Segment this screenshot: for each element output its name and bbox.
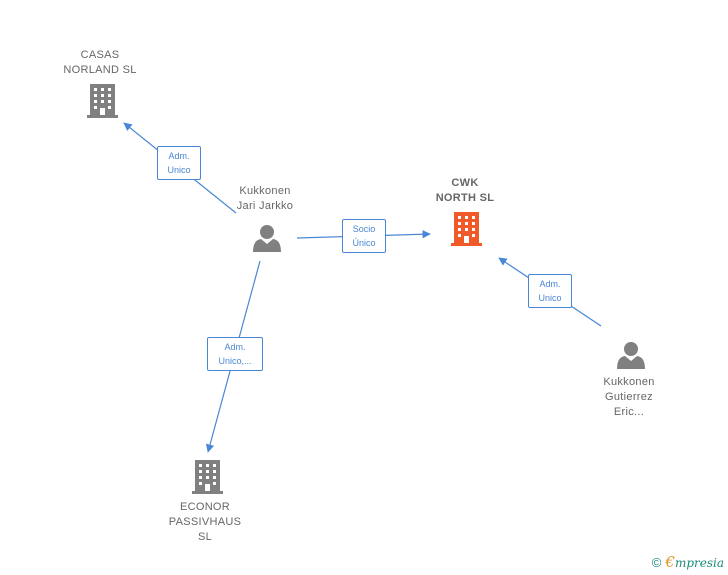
- company-label-econor[interactable]: ECONOR PASSIVHAUS SL: [168, 501, 242, 543]
- person-icon[interactable]: [253, 225, 281, 252]
- building-icon[interactable]: [192, 460, 223, 494]
- person-label-kukkonen-jari[interactable]: Kukkonen Jari Jarkko: [236, 185, 294, 212]
- edge-label-jari-to-casas: Adm. Unico: [157, 146, 201, 180]
- person-label-kukkonen-gutierrez[interactable]: Kukkonen Gutierrez Eric...: [603, 376, 655, 418]
- company-label-cwk[interactable]: CWK NORTH SL: [435, 177, 495, 204]
- building-icon[interactable]: [87, 84, 118, 118]
- person-icon[interactable]: [617, 342, 645, 369]
- edge-label-jari-to-cwk: Socio Único: [342, 219, 386, 253]
- building-icon-focus[interactable]: [451, 212, 482, 246]
- edge-label-jari-to-econor: Adm. Unico,...: [207, 337, 263, 371]
- empresia-logo: ©€mpresia: [651, 553, 724, 571]
- company-label-casas[interactable]: CASAS NORLAND SL: [63, 49, 137, 76]
- edge-label-gutierrez-to-cwk: Adm. Unico: [528, 274, 572, 308]
